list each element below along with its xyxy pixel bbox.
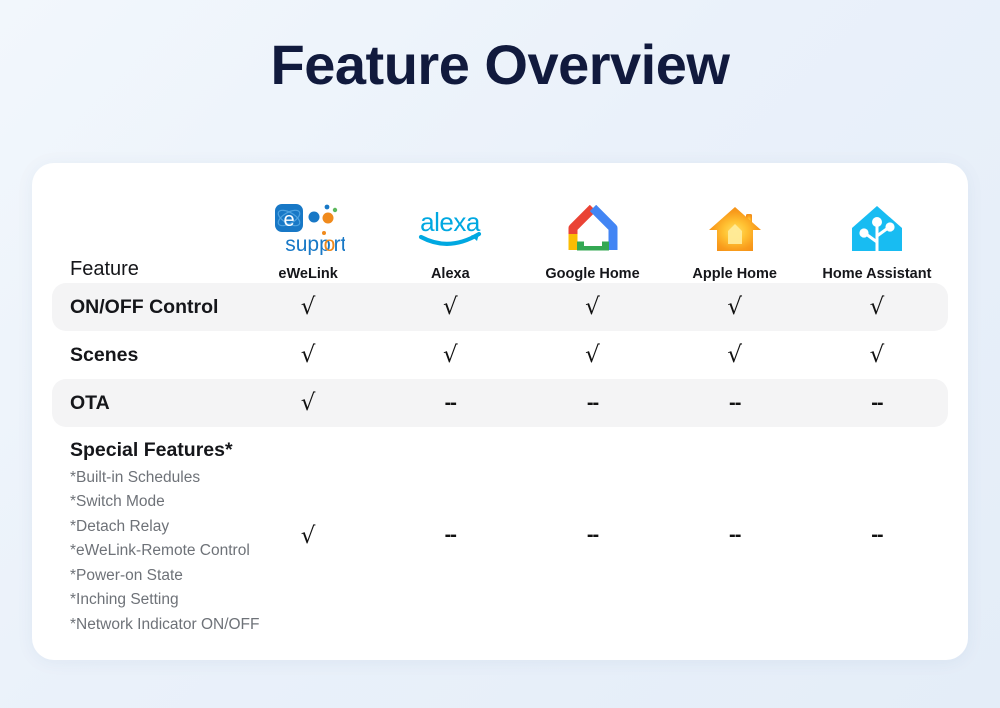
cell-home-assistant: √ — [869, 293, 885, 320]
feature-table: Feature e supp o rt — [32, 163, 968, 637]
feature-column-header-cell: Feature — [52, 258, 237, 283]
page-title: Feature Overview — [270, 33, 730, 96]
cell-home-assistant: -- — [871, 392, 883, 414]
row-label: Scenes — [70, 343, 139, 366]
cell-google-home: √ — [585, 293, 600, 320]
brand-column-google-home: Google Home — [521, 198, 663, 283]
google-home-logo-wrap — [567, 198, 619, 260]
special-feature-item: *Switch Mode — [70, 493, 165, 511]
svg-text:supp: supp — [285, 233, 331, 255]
special-feature-item: *eWeLink-Remote Control — [70, 542, 250, 560]
table-row: Scenes √ √ √ √ √ — [52, 331, 948, 379]
apple-home-logo — [708, 206, 761, 251]
cell-ewelink: √ — [300, 341, 316, 368]
special-feature-item: *Inching Setting — [70, 591, 179, 609]
brand-name-google-home: Google Home — [545, 265, 640, 282]
cell-apple-home: √ — [727, 293, 743, 320]
cell-google-home: √ — [585, 341, 600, 368]
cell-apple-home: -- — [729, 392, 741, 414]
row-label: ON/OFF Control — [70, 295, 219, 318]
google-home-logo — [568, 204, 617, 251]
special-feature-item: *Network Indicator ON/OFF — [70, 615, 260, 633]
cell-ewelink: √ — [300, 523, 316, 549]
brand-name-alexa: Alexa — [430, 265, 470, 282]
table-row-special: Special Features* *Built-in Schedules *S… — [52, 427, 948, 637]
special-feature-item: *Detach Relay — [70, 517, 170, 535]
cell-ewelink: √ — [300, 293, 316, 320]
special-feature-item: *Built-in Schedules — [70, 469, 201, 486]
brand-column-ewelink: e supp o rt eWeLink — [237, 198, 379, 283]
cell-alexa: √ — [442, 293, 458, 320]
svg-text:rt: rt — [334, 233, 345, 255]
brand-column-apple-home: Apple Home — [664, 198, 806, 283]
ewelink-logo: e supp o rt — [275, 203, 345, 255]
special-features-title: Special Features* — [70, 439, 233, 461]
svg-text:o: o — [324, 233, 336, 255]
cell-google-home: -- — [586, 524, 599, 546]
brand-column-home-assistant: Home Assistant — [806, 198, 948, 283]
brand-name-ewelink: eWeLink — [278, 265, 338, 282]
brand-name-apple-home: Apple Home — [692, 265, 777, 282]
svg-text:alexa: alexa — [420, 207, 481, 237]
cell-alexa: -- — [444, 392, 457, 414]
cell-alexa: -- — [444, 524, 457, 546]
alexa-logo: alexa — [419, 207, 482, 246]
cell-home-assistant: √ — [869, 341, 885, 368]
table-row: ON/OFF Control √ √ √ √ √ — [52, 283, 948, 331]
apple-home-logo-wrap — [707, 198, 763, 260]
cell-ewelink: √ — [300, 389, 316, 416]
brand-name-home-assistant: Home Assistant — [822, 265, 932, 282]
special-feature-item: *Power-on State — [70, 566, 183, 584]
cell-apple-home: -- — [729, 524, 741, 546]
cell-home-assistant: -- — [871, 524, 883, 546]
cell-google-home: -- — [586, 392, 599, 414]
table-row: OTA √ -- -- -- -- — [52, 379, 948, 427]
svg-text:e: e — [284, 209, 295, 231]
special-features-cell: Special Features* *Built-in Schedules *S… — [52, 439, 260, 637]
home-assistant-logo-wrap — [850, 198, 904, 260]
ewelink-logo-wrap: e supp o rt — [271, 198, 345, 260]
cell-alexa: √ — [442, 341, 458, 368]
brand-column-alexa: alexa Alexa — [379, 198, 521, 283]
row-label: OTA — [70, 391, 110, 414]
alexa-logo-wrap: alexa — [413, 198, 487, 260]
feature-column-header: Feature — [70, 258, 139, 280]
home-assistant-logo — [851, 205, 902, 253]
table-header-row: Feature e supp o rt — [32, 163, 968, 283]
feature-comparison-card: Feature e supp o rt — [32, 163, 968, 660]
cell-apple-home: √ — [727, 341, 743, 368]
